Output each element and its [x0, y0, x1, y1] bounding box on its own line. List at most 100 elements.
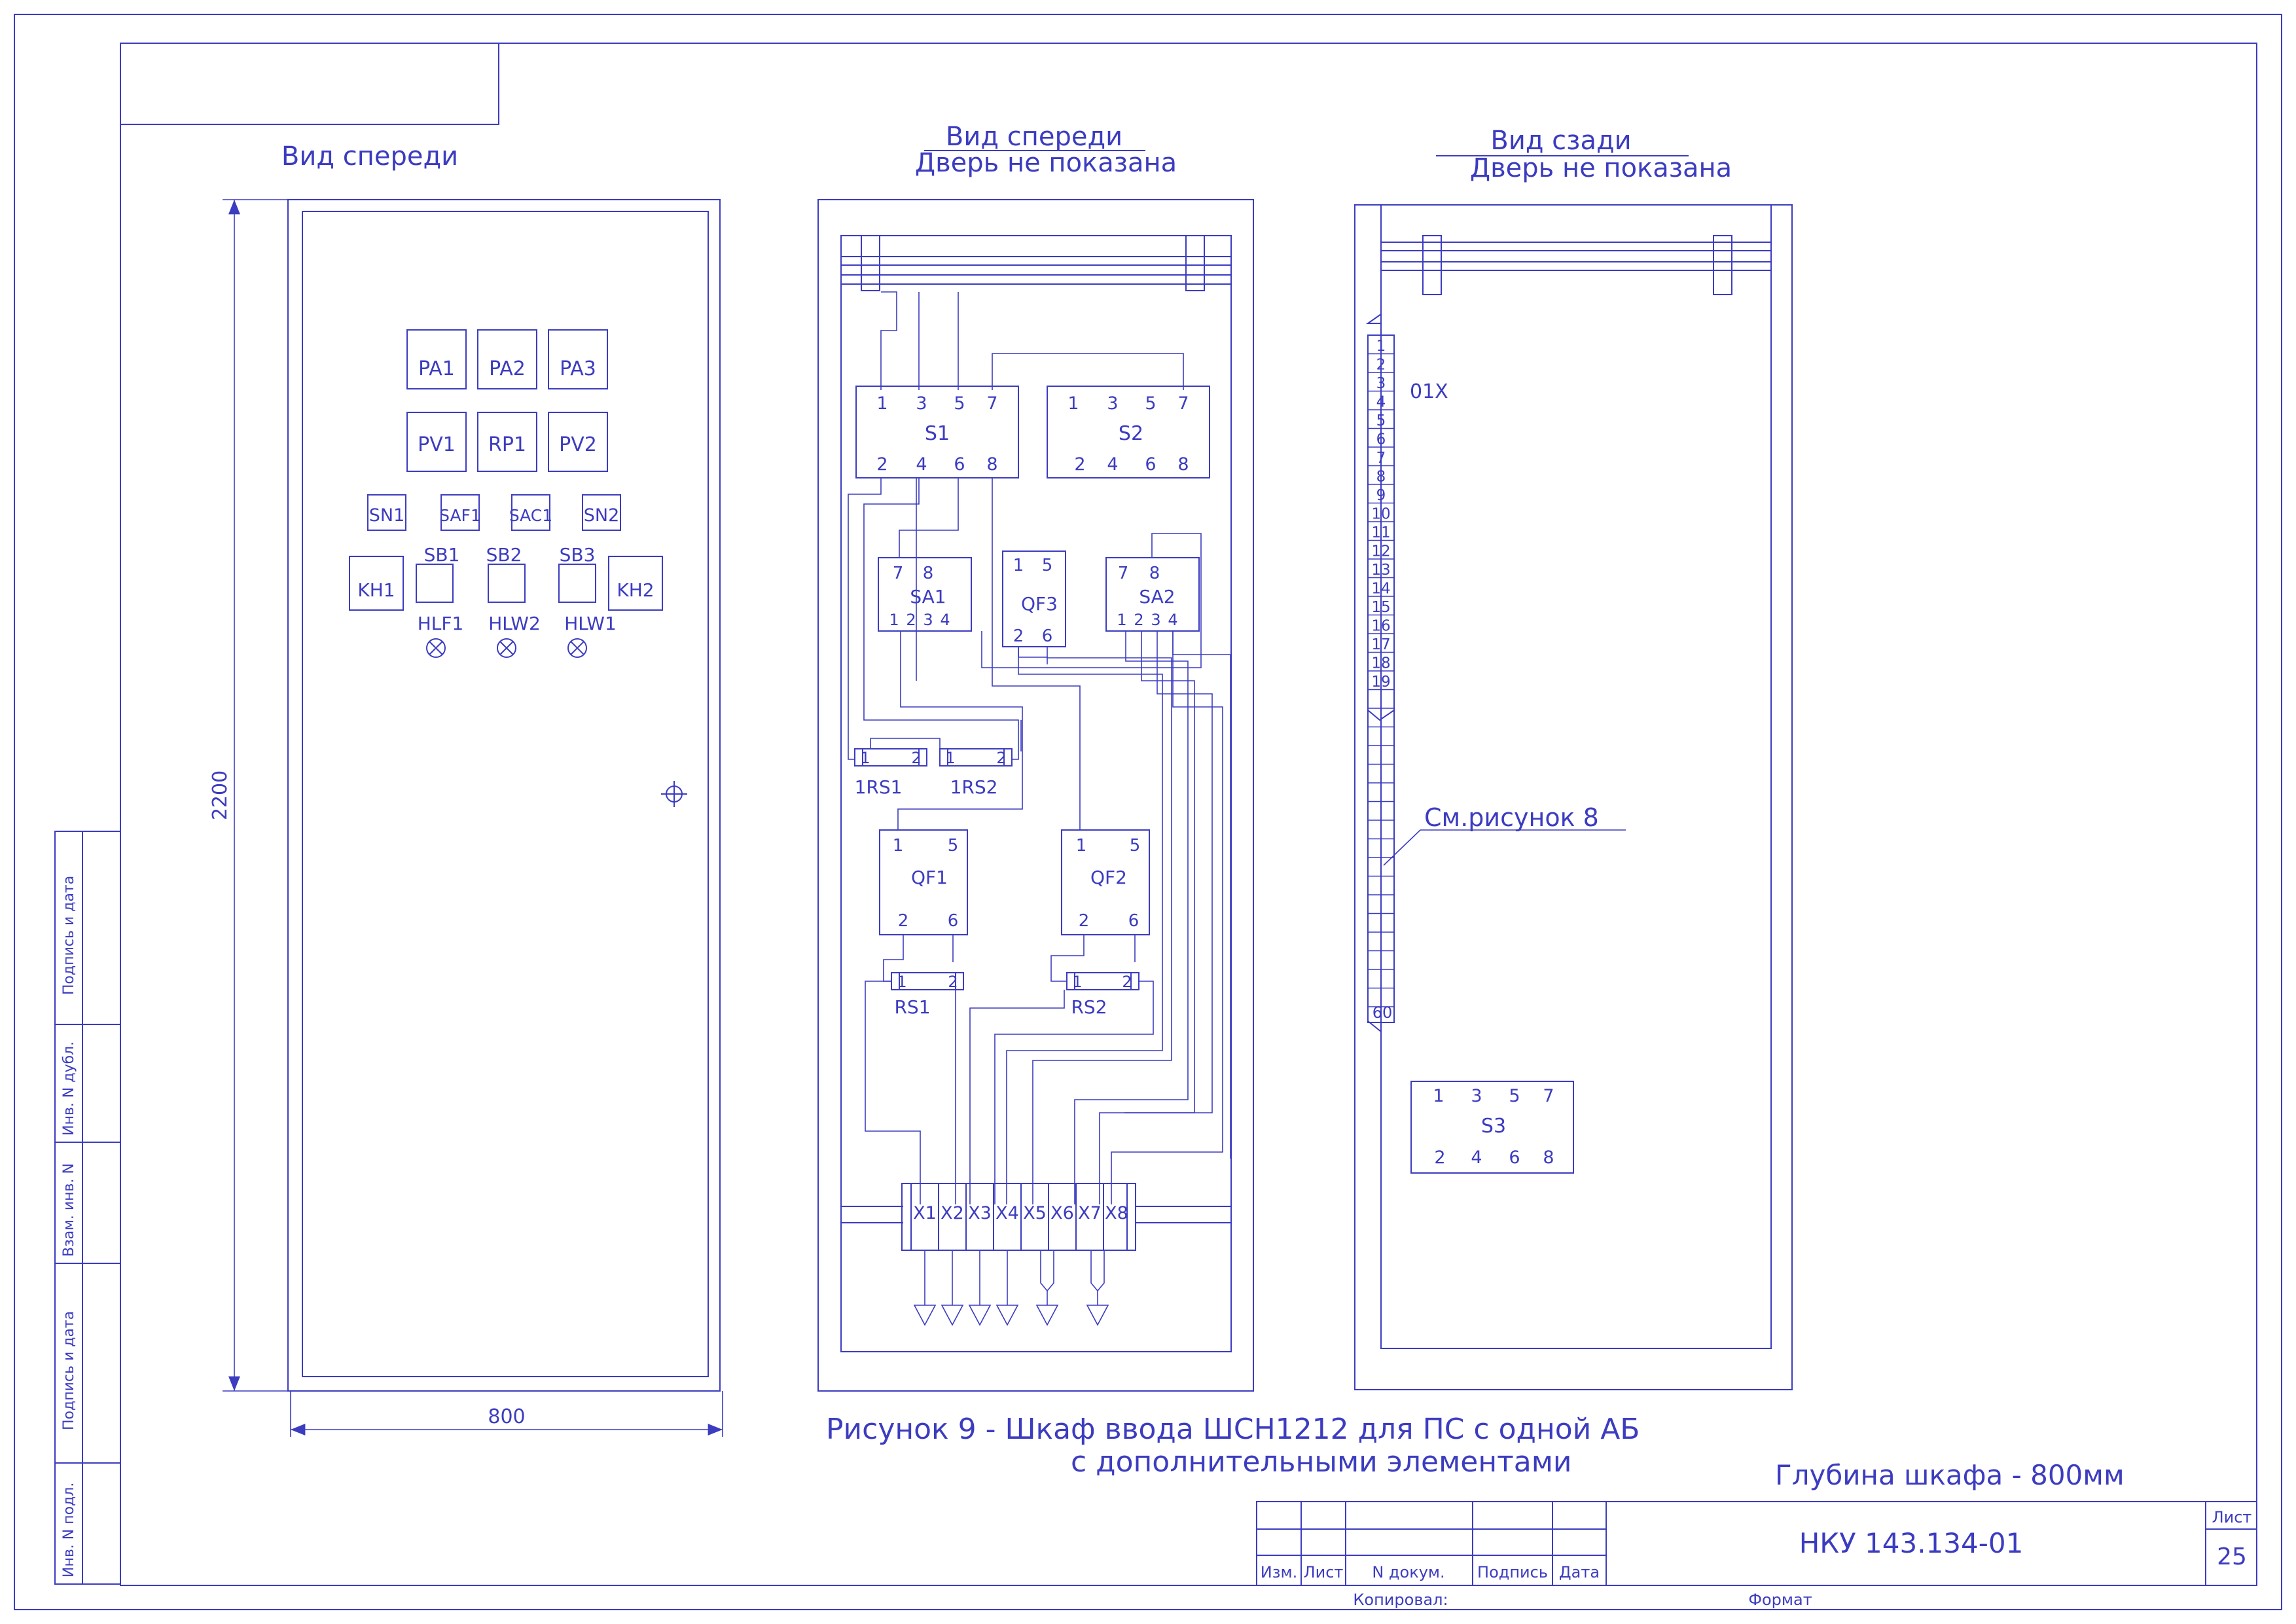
header-sheet: Лист	[1304, 1563, 1344, 1581]
strip-number: 9	[1376, 487, 1386, 504]
svg-text:2: 2	[1013, 626, 1024, 646]
svg-text:5: 5	[1509, 1086, 1520, 1106]
rear-view-title: Вид сзади	[1490, 126, 1631, 156]
meter-RP1: RP1	[477, 412, 537, 472]
svg-text:8: 8	[1177, 454, 1189, 475]
svg-text:7: 7	[893, 564, 904, 583]
title-block: Изм. Лист N докум. Подпись Дата НКУ 143.…	[1256, 1501, 2257, 1609]
svg-text:1: 1	[1072, 973, 1082, 991]
svg-text:6: 6	[1145, 454, 1156, 475]
svg-text:5: 5	[1130, 836, 1141, 856]
depth-note: Глубина шкафа - 800мм	[1775, 1459, 2125, 1491]
document-number: НКУ 143.134-01	[1799, 1527, 2024, 1559]
strip-number: 3	[1376, 375, 1386, 392]
strip-dup-inv: Инв. N дубл.	[61, 1041, 77, 1136]
strip-number: 5	[1376, 412, 1386, 429]
fuse-1RS2: 1 2 1RS2	[939, 748, 1013, 798]
format-label: Формат	[1748, 1591, 1812, 1609]
svg-text:2: 2	[996, 749, 1006, 767]
fuse-1RS1: 1 2 1RS1	[854, 748, 927, 798]
svg-text:4: 4	[1168, 611, 1177, 629]
svg-text:1: 1	[1076, 836, 1087, 856]
switch-S2: 1 3 5 7 S2 2 4 6 8	[1047, 386, 1210, 478]
height-value: 2200	[209, 770, 232, 820]
terminal-X3: X3	[968, 1203, 992, 1223]
meter-PV2: PV2	[548, 412, 608, 472]
svg-text:6: 6	[948, 911, 959, 931]
svg-text:PV1: PV1	[418, 433, 456, 456]
svg-text:SA2: SA2	[1139, 586, 1175, 607]
meter-PA2: PA2	[477, 329, 537, 389]
breaker-QF2: 1 5 QF2 2 6	[1061, 829, 1150, 935]
svg-text:2: 2	[1122, 973, 1132, 991]
svg-text:5: 5	[954, 393, 965, 414]
svg-text:3: 3	[1471, 1086, 1482, 1106]
svg-text:RP1: RP1	[488, 433, 526, 456]
key-KH1: KH1	[349, 556, 404, 611]
svg-text:SB3: SB3	[560, 544, 596, 566]
rear-view: Вид сзади Дверь не показана 01X 60 12345…	[1354, 126, 1793, 1390]
svg-text:8: 8	[923, 564, 934, 583]
svg-text:1: 1	[889, 611, 899, 629]
svg-text:PV2: PV2	[559, 433, 597, 456]
svg-text:SAC1: SAC1	[509, 506, 552, 525]
button-SB2: SB2	[486, 544, 526, 603]
svg-text:SAF1: SAF1	[439, 506, 481, 525]
meter-PA3: PA3	[548, 329, 608, 389]
switch-S1: 1 3 5 7 S1 2 4 6 8	[855, 386, 1019, 478]
caption-line-2: с дополнительными элементами	[1071, 1445, 1572, 1479]
terminal-block: X1 X2 X3 X4 X5 X6 X7 X8	[841, 1183, 1231, 1251]
svg-text:7: 7	[1543, 1086, 1554, 1106]
svg-text:1: 1	[876, 393, 888, 414]
svg-text:1: 1	[897, 973, 906, 991]
svg-text:SN1: SN1	[369, 505, 405, 526]
svg-text:1: 1	[893, 836, 904, 856]
svg-text:7: 7	[1118, 564, 1129, 583]
strip-number: 19	[1371, 674, 1390, 691]
svg-text:S3: S3	[1481, 1115, 1506, 1138]
svg-text:2: 2	[898, 911, 909, 931]
svg-text:5: 5	[1042, 556, 1053, 575]
switch-SA2: 7 8 SA2 1 2 3 4	[1105, 557, 1200, 632]
svg-text:QF1: QF1	[911, 867, 948, 888]
terminal-X6: X6	[1050, 1203, 1074, 1223]
svg-text:1: 1	[945, 749, 955, 767]
strip-number: 10	[1371, 506, 1390, 523]
strip-number: 4	[1376, 394, 1386, 411]
svg-text:1: 1	[1067, 393, 1079, 414]
sheet-frame	[14, 14, 2282, 1610]
width-dimension: 800	[290, 1391, 723, 1437]
svg-text:6: 6	[954, 454, 965, 475]
switch-SN1: SN1	[367, 494, 406, 531]
svg-text:SN2: SN2	[584, 505, 620, 526]
svg-text:S1: S1	[925, 422, 950, 445]
strip-number: 8	[1376, 469, 1386, 486]
svg-text:QF3: QF3	[1021, 593, 1058, 615]
button-SB1: SB1	[416, 544, 459, 603]
lamp-HLW1: HLW1	[564, 613, 617, 658]
meter-PA1: PA1	[406, 329, 467, 389]
svg-text:HLW2: HLW2	[488, 613, 541, 634]
strip-orig-inv: Инв. N подл.	[61, 1483, 77, 1578]
svg-text:1: 1	[1013, 556, 1024, 575]
svg-text:PA3: PA3	[560, 357, 596, 380]
svg-text:5: 5	[1145, 393, 1156, 414]
strip-signature-date-2: Подпись и дата	[61, 1311, 77, 1430]
middle-view-title: Вид спереди	[946, 122, 1122, 152]
figure-caption: Рисунок 9 - Шкаф ввода ШСН1212 для ПС с …	[826, 1413, 2125, 1491]
svg-text:6: 6	[1042, 626, 1053, 646]
strip-number: 16	[1371, 618, 1390, 635]
reference-callout: См.рисунок 8	[1383, 803, 1626, 866]
svg-text:RS1: RS1	[894, 996, 930, 1018]
switch-SN2: SN2	[582, 494, 621, 531]
caption-line-1: Рисунок 9 - Шкаф ввода ШСН1212 для ПС с …	[826, 1413, 1640, 1446]
strip-number: 11	[1371, 524, 1390, 541]
svg-text:PA2: PA2	[489, 357, 526, 380]
svg-text:KH2: KH2	[617, 579, 654, 601]
sheet-number: 25	[2217, 1543, 2247, 1570]
svg-text:PA1: PA1	[418, 357, 455, 380]
terminal-X1: X1	[913, 1203, 937, 1223]
strip-ticks	[1368, 353, 1394, 1007]
